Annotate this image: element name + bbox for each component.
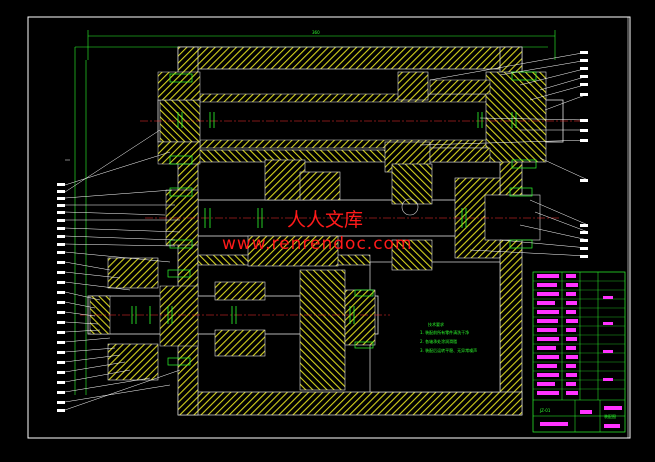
sheet-border xyxy=(27,16,631,439)
title-block-name: 装配图 xyxy=(604,413,616,419)
title-block: 装配图 JZ-01 xyxy=(532,271,626,433)
tech-requirement-line-1: 1. 装配前所有零件清洗干净 xyxy=(420,329,469,335)
watermark-url: www.renrendoc.com xyxy=(222,234,413,254)
upper-shaft-assembly xyxy=(157,71,564,173)
balloon-tags xyxy=(57,51,588,412)
parts-list-rows xyxy=(533,280,625,390)
parts-list-entries xyxy=(537,274,622,428)
overall-dimension-label: 360 xyxy=(312,30,320,35)
watermark-chinese: 人人文库 xyxy=(287,209,363,231)
leader-lines-right xyxy=(419,51,589,257)
tech-requirement-line-3: 3. 装配后运转平稳、无异常噪声 xyxy=(420,347,477,353)
tech-requirements-note: 技术要求 1. 装配前所有零件清洗干净 2. 各轴承处涂润滑脂 3. 装配后运转… xyxy=(420,321,477,353)
lower-shaft-assembly xyxy=(87,257,379,391)
tech-requirements-heading: 技术要求 xyxy=(428,321,444,327)
leader-lines-left xyxy=(64,129,181,411)
fit-symbols xyxy=(131,112,517,324)
bolt-fasteners xyxy=(167,71,537,366)
title-block-drawing-no: JZ-01 xyxy=(539,408,551,413)
tech-requirement-line-2: 2. 各轴承处涂润滑脂 xyxy=(420,338,457,344)
